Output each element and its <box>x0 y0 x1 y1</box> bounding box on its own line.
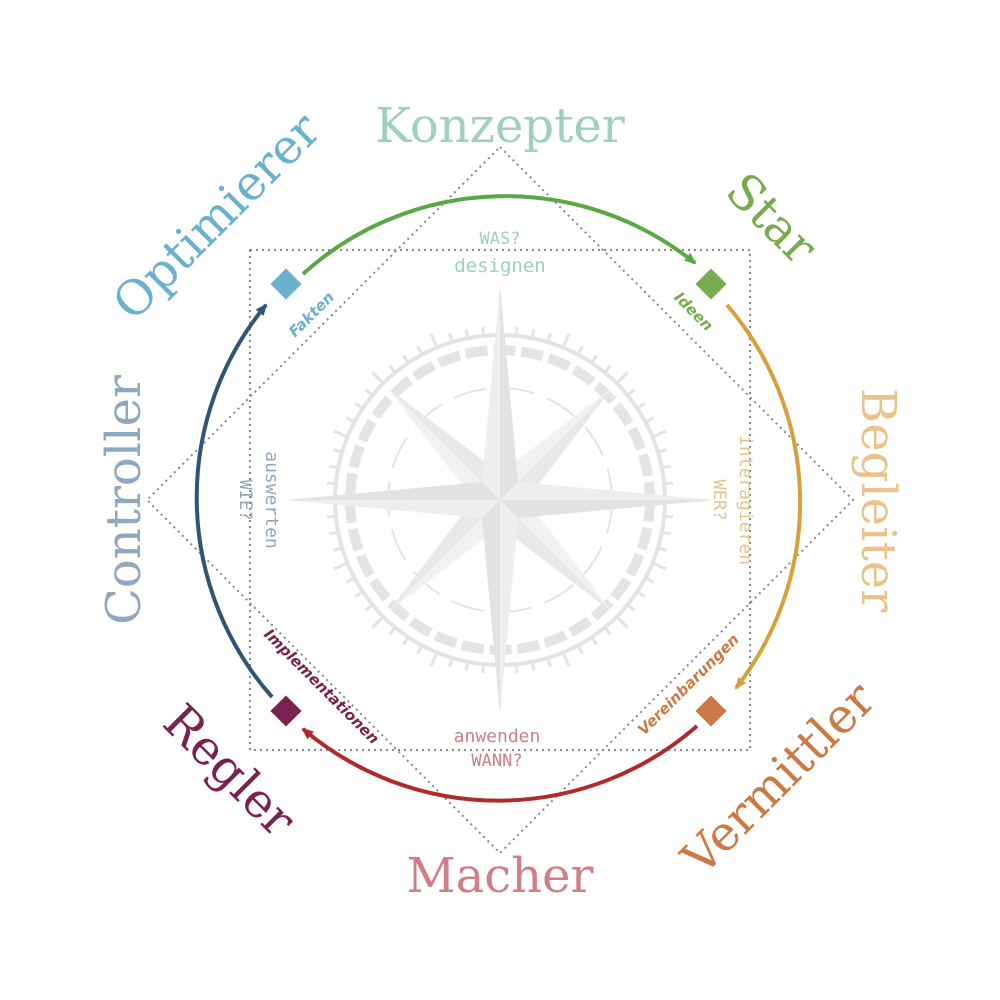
compass-tick <box>333 562 348 571</box>
compass-tick <box>662 530 671 536</box>
marker-vereinbarungen <box>695 695 727 727</box>
marker-fakten <box>270 268 302 300</box>
compass-tick <box>448 333 454 342</box>
quadrant-bottom-verb: anwenden <box>454 726 541 747</box>
compass-tick <box>658 546 667 552</box>
compass-tick <box>402 354 410 363</box>
compass-tick <box>364 604 373 612</box>
compass-tick <box>616 616 629 629</box>
compass-tick <box>416 345 424 355</box>
quadrant-bottom-question: WANN? <box>471 751 522 771</box>
role-konzepter: Konzepter <box>375 98 625 154</box>
quadrant-left-verb: auswerten <box>261 451 282 549</box>
marker-ideen <box>695 268 727 300</box>
compass-tick <box>448 658 454 667</box>
compass-tick <box>658 448 667 454</box>
arc-left <box>194 303 274 699</box>
compass-tick <box>371 371 384 384</box>
quadrant-top-verb: designen <box>454 255 546 277</box>
compass-tick <box>652 429 667 438</box>
compass-tick <box>354 590 363 598</box>
compass-tick <box>604 627 612 636</box>
compass-tick <box>345 576 355 584</box>
compass-tick <box>333 448 342 454</box>
compass-tick <box>530 329 536 338</box>
compass-tick <box>590 354 598 363</box>
compass-tick <box>645 576 655 584</box>
role-star: Star <box>715 162 828 275</box>
corner-label-implementationen: Implementationen <box>260 625 382 747</box>
compass-tick <box>627 604 636 612</box>
compass-tick <box>645 416 655 424</box>
compass-tick <box>481 326 486 335</box>
guide-square <box>249 249 751 751</box>
role-optimierer: Optimierer <box>102 102 331 331</box>
compass-tick <box>326 481 335 486</box>
compass-tick <box>429 333 438 348</box>
marker-implementationen <box>270 695 302 727</box>
compass-tick <box>388 364 396 373</box>
quadrant-left-question: WIE? <box>235 480 255 521</box>
compass-tick <box>546 658 552 667</box>
compass-tick <box>530 662 536 671</box>
compass-tick <box>364 388 373 396</box>
compass-tick <box>576 645 584 655</box>
compass-tick <box>333 546 342 552</box>
quadrant-right-question: WER? <box>709 480 729 521</box>
compass-tick <box>464 662 470 671</box>
arc-bottom <box>301 724 699 803</box>
compass-tick <box>604 364 612 373</box>
quadrant-top-question: WAS? <box>480 229 521 249</box>
compass-tick <box>354 402 363 410</box>
compass-tick <box>514 665 519 674</box>
compass-tick <box>590 637 598 646</box>
compass-tick <box>616 371 629 384</box>
compass-tick <box>637 402 646 410</box>
quadrant-right-verb: interagieren <box>735 435 756 565</box>
compass-tick <box>329 530 338 536</box>
compass-tick <box>416 645 424 655</box>
compass-tick <box>429 652 438 667</box>
compass-tick <box>514 326 519 335</box>
compass-tick <box>371 616 384 629</box>
compass-tick <box>345 416 355 424</box>
compass-tick <box>562 652 571 667</box>
arc-right <box>725 303 803 690</box>
compass-ticks <box>320 320 680 680</box>
compass-tick <box>665 481 674 486</box>
compass-tick <box>576 345 584 355</box>
compass-tick <box>481 665 486 674</box>
compass-tick <box>464 329 470 338</box>
compass-tick <box>388 627 396 636</box>
role-begleiter: Begleiter <box>850 388 906 612</box>
compass-tick <box>662 464 671 470</box>
corner-label-fakten: Fakten <box>285 288 338 341</box>
compass-tick <box>329 464 338 470</box>
corner-label-vereinbarungen: Vereinbarungen <box>634 630 742 738</box>
role-controller: Controller <box>96 375 152 625</box>
compass-tick <box>652 562 667 571</box>
compass-tick <box>546 333 552 342</box>
compass-tick <box>665 514 674 519</box>
compass-tick <box>562 333 571 348</box>
compass-tick <box>637 590 646 598</box>
compass-rose <box>285 285 715 715</box>
compass-star <box>285 285 715 715</box>
compass-tick <box>326 514 335 519</box>
arc-top <box>301 194 697 276</box>
compass-tick <box>627 388 636 396</box>
role-macher: Macher <box>407 848 594 904</box>
compass-tick <box>333 429 348 438</box>
compass-tick <box>402 637 410 646</box>
